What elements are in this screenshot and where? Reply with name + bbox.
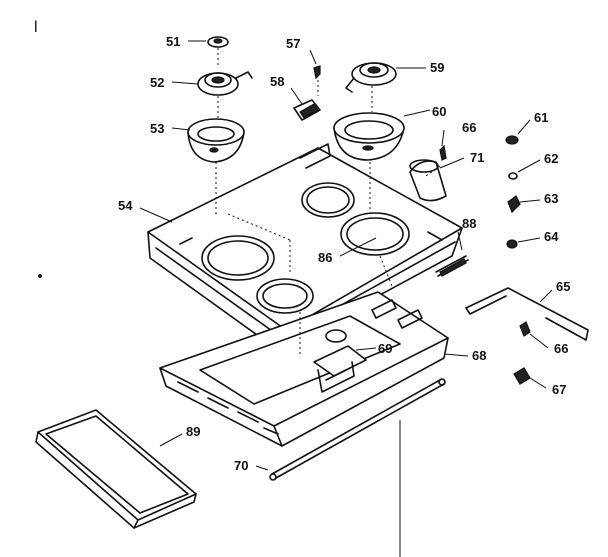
tube-70 [269,378,446,481]
callout-62: 62 [544,151,558,166]
drip-bowl-53 [187,118,245,163]
callout-61: 61 [534,110,548,125]
part-61 [505,135,519,145]
cooktop-part [147,143,463,351]
callout-54: 54 [118,198,133,213]
callout-64: 64 [544,229,559,244]
callout-89: 89 [186,424,200,439]
callout-68: 68 [472,348,486,363]
part-63 [507,195,521,214]
screw-57 [313,65,321,80]
callout-59: 59 [430,60,444,75]
assembly-guide-lines [215,48,441,356]
callout-66-top: 66 [462,120,476,135]
spring-88 [435,255,469,277]
callout-71: 71 [470,150,484,165]
knob-71 [409,159,447,202]
leader-lines [139,40,553,557]
drip-bowl-60 [333,112,405,161]
callout-57: 57 [286,36,300,51]
part-67 [513,367,531,385]
callout-70: 70 [234,458,248,473]
callout-86: 86 [318,250,332,265]
clip-66-top [439,144,447,161]
callout-88: 88 [462,216,476,231]
corner-mark: l [34,19,38,36]
callout-52: 52 [150,75,164,90]
callout-66: 66 [554,341,568,356]
valve-58 [293,99,321,121]
burner-cap-51 [207,36,229,48]
callout-60: 60 [432,104,446,119]
burner-head-59 [345,62,397,93]
callout-69: 69 [378,341,392,356]
stray-dot [38,274,42,278]
part-64 [506,239,518,249]
callout-53: 53 [150,121,164,136]
rod-65 [465,287,589,341]
bracket-69 [313,345,367,393]
callout-67: 67 [552,382,566,397]
callout-63: 63 [544,191,558,206]
callout-58: 58 [270,74,284,89]
part-62 [508,172,518,180]
burner-head-52 [197,71,253,96]
callout-65: 65 [556,279,570,294]
callout-labels: 51 52 53 54 57 58 59 60 61 62 63 64 65 6… [118,34,570,473]
callout-51: 51 [166,34,180,49]
drip-tray-89 [35,409,197,529]
clip-66 [519,321,531,337]
